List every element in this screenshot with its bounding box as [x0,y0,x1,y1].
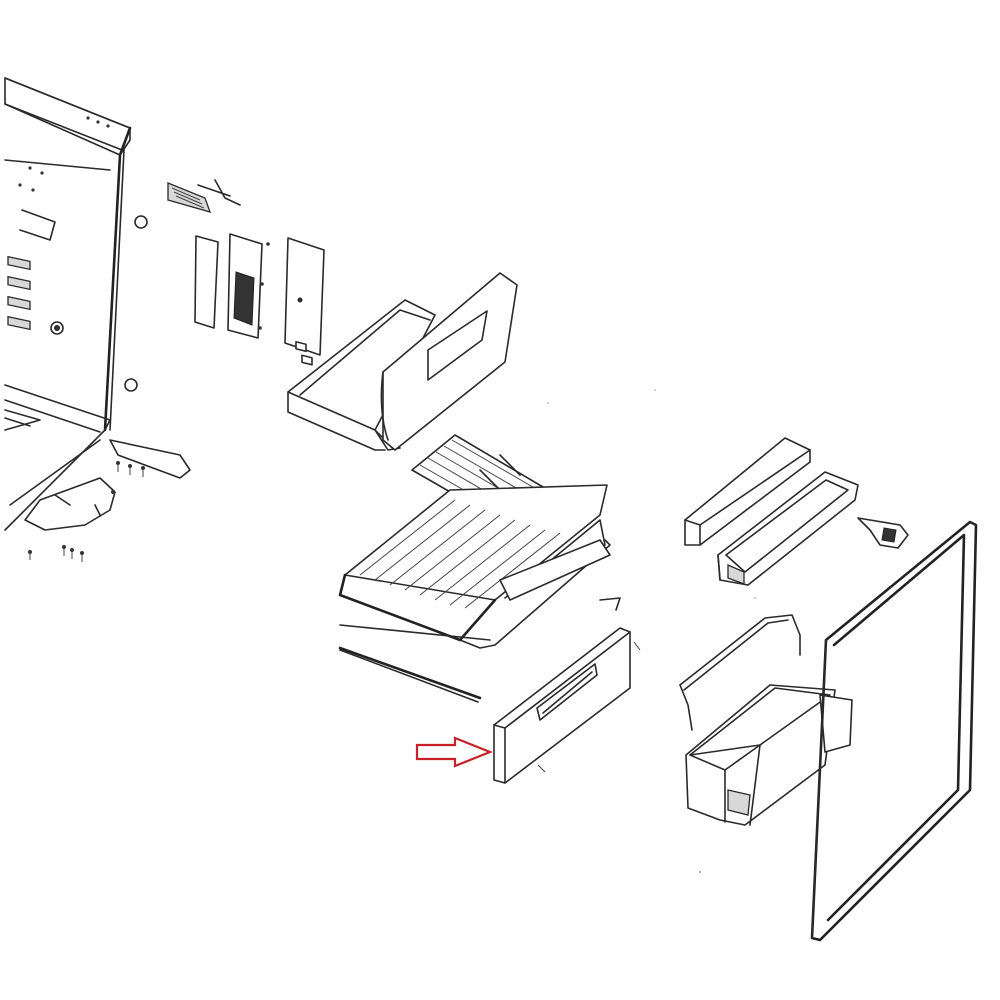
cabinet-vents [7,255,31,331]
door-bin-bracket [857,517,909,549]
door-shelf-bin [717,471,859,586]
crisper-cover [287,272,518,451]
door-bottle-bin [679,614,853,826]
crisper-drawer-frame [338,484,611,649]
bottom-hinge-bracket [24,439,191,562]
glass-shelf [338,624,491,703]
control-panel-assembly [167,179,325,366]
refrigerator-cabinet [4,77,148,531]
door-shelf-cover [684,437,811,546]
drawer-slide [599,597,621,611]
callout-arrow [415,736,493,768]
door-gasket [810,520,978,942]
crisper-drawer-front-panel[interactable] [493,627,641,784]
